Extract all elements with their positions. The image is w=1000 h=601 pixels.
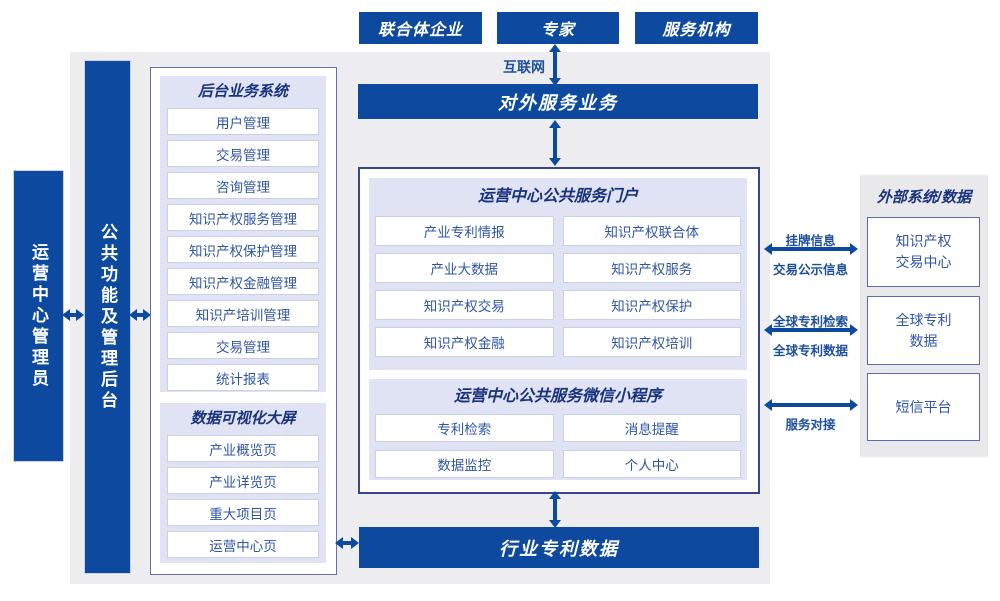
- external-system-global-patent-data: 全球专利 数据: [867, 296, 980, 365]
- portal-title: 运营中心公共服务门户: [477, 188, 638, 205]
- backend-system-panel: 后台业务系统 用户管理 交易管理 咨询管理 知识产权服务管理 知识产权保护管理 …: [160, 76, 326, 392]
- backend-item: 知识产培训管理: [167, 300, 319, 327]
- external-service-label: 对外服务业务: [498, 92, 618, 113]
- link2-bottom-label: 全球专利数据: [772, 344, 848, 358]
- link1-top-label: 挂牌信息: [785, 234, 836, 248]
- admin-backend-arrow: [62, 309, 84, 321]
- dashboard-list: 产业概览页 产业详览页 重大项目页 运营中心页: [160, 435, 326, 558]
- portal-industry-arrow: [549, 491, 561, 528]
- actor-expert: 专家: [497, 12, 619, 44]
- link3-bottom-label: 服务对接: [785, 418, 836, 432]
- external-service-bar: 对外服务业务: [358, 84, 758, 119]
- dashboard-item: 运营中心页: [167, 531, 319, 558]
- public-functions-backend-bar: 公共功能及管理后台: [84, 60, 131, 574]
- backend-group-box: 后台业务系统 用户管理 交易管理 咨询管理 知识产权服务管理 知识产权保护管理 …: [150, 67, 337, 575]
- portal-item: 产业大数据: [375, 253, 554, 283]
- dashboard-title: 数据可视化大屏: [190, 410, 296, 427]
- external-systems-panel: 外部系统/数据 知识产权 交易中心 全球专利 数据 短信平台: [860, 175, 988, 457]
- global-patent-arrow: [764, 324, 858, 336]
- external-systems-title: 外部系统/数据: [876, 189, 972, 206]
- portal-item: 产业专利情报: [375, 216, 554, 246]
- miniprogram-panel: 运营中心公共服务微信小程序 专利检索 消息提醒 数据监控 个人中心: [369, 379, 747, 480]
- industry-patent-label: 行业专利数据: [499, 538, 619, 559]
- dashboard-industry-arrow: [335, 537, 359, 549]
- portal-item: 知识产权联合体: [562, 216, 741, 246]
- backend-item: 知识产权金融管理: [167, 268, 319, 295]
- backend-item: 咨询管理: [167, 172, 319, 199]
- operations-admin-bar: 运营中心管理员: [13, 170, 64, 462]
- backend-system-arrow: [129, 309, 151, 321]
- miniprogram-item: 专利检索: [375, 414, 554, 442]
- actor-consortium-enterprise: 联合体企业: [359, 12, 482, 44]
- industry-patent-bar: 行业专利数据: [359, 527, 759, 568]
- portal-item: 知识产权交易: [375, 290, 554, 320]
- backend-item: 知识产权服务管理: [167, 204, 319, 231]
- actor-label: 联合体企业: [377, 22, 463, 39]
- operations-center-box: 运营中心公共服务门户 产业专利情报 知识产权联合体 产业大数据 知识产权服务 知…: [358, 167, 760, 494]
- miniprogram-item: 个人中心: [562, 450, 741, 478]
- backend-system-list: 用户管理 交易管理 咨询管理 知识产权服务管理 知识产权保护管理 知识产权金融管…: [160, 108, 326, 391]
- sms-platform-arrow: [764, 399, 858, 411]
- portal-item: 知识产权培训: [562, 327, 741, 357]
- ip-trade-center-arrow: [764, 243, 858, 255]
- backend-system-title: 后台业务系统: [197, 83, 288, 100]
- link2-top-label: 全球专利检索: [772, 315, 848, 329]
- backend-item: 交易管理: [167, 140, 319, 167]
- actor-label: 服务机构: [662, 22, 731, 39]
- portal-grid: 产业专利情报 知识产权联合体 产业大数据 知识产权服务 知识产权交易 知识产权保…: [369, 216, 747, 357]
- portal-item: 知识产权金融: [375, 327, 554, 357]
- external-system-ip-trade-center: 知识产权 交易中心: [867, 217, 980, 287]
- miniprogram-item: 数据监控: [375, 450, 554, 478]
- backend-item: 用户管理: [167, 108, 319, 135]
- portal-panel: 运营中心公共服务门户 产业专利情报 知识产权联合体 产业大数据 知识产权服务 知…: [369, 178, 747, 370]
- dashboard-item: 产业概览页: [167, 435, 319, 462]
- dashboard-panel: 数据可视化大屏 产业概览页 产业详览页 重大项目页 运营中心页: [160, 403, 326, 563]
- portal-item: 知识产权服务: [562, 253, 741, 283]
- dashboard-item: 重大项目页: [167, 499, 319, 526]
- internet-arrow: [549, 44, 561, 86]
- backend-item: 统计报表: [167, 364, 319, 391]
- public-functions-backend-label: 公共功能及管理后台: [98, 222, 117, 412]
- backend-item: 交易管理: [167, 332, 319, 359]
- miniprogram-title: 运营中心公共服务微信小程序: [453, 388, 662, 405]
- service-portal-arrow: [549, 120, 561, 166]
- dashboard-item: 产业详览页: [167, 467, 319, 494]
- link1-bottom-label: 交易公示信息: [772, 263, 848, 277]
- operations-admin-label: 运营中心管理员: [29, 242, 48, 390]
- portal-item: 知识产权保护: [562, 290, 741, 320]
- actor-service-agency: 服务机构: [635, 12, 758, 44]
- external-system-sms-platform: 短信平台: [867, 373, 980, 441]
- internet-label: 互联网: [503, 59, 545, 75]
- miniprogram-item: 消息提醒: [562, 414, 741, 442]
- backend-item: 知识产权保护管理: [167, 236, 319, 263]
- miniprogram-grid: 专利检索 消息提醒 数据监控 个人中心: [369, 414, 747, 478]
- actor-label: 专家: [540, 22, 575, 39]
